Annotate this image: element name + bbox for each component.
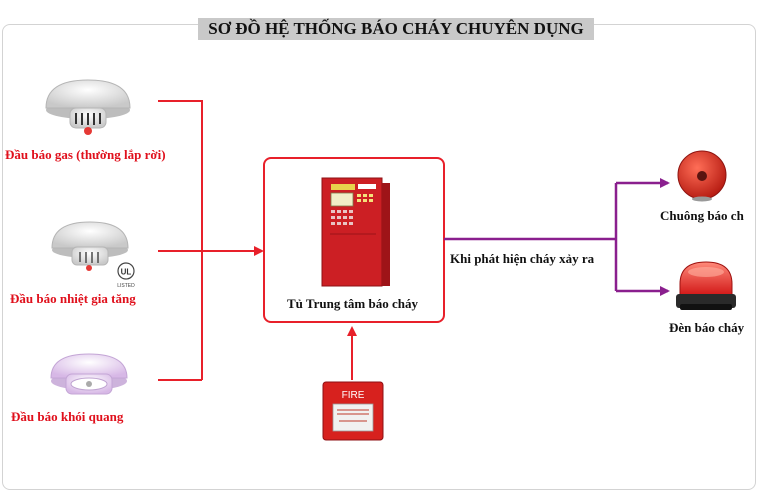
gas-detector-icon bbox=[45, 79, 131, 135]
warning-light-icon bbox=[676, 261, 736, 310]
alarm-bell-icon bbox=[677, 150, 727, 202]
fire-alarm-panel-icon bbox=[321, 177, 390, 287]
trigger-label: Khi phát hiện cháy xảy ra bbox=[450, 251, 595, 266]
svg-text:FIRE: FIRE bbox=[342, 390, 365, 401]
manual-call-point-icon: FIRE bbox=[322, 381, 384, 441]
svg-text:UL: UL bbox=[121, 268, 132, 277]
control-panel-label: Tủ Trung tâm báo cháy bbox=[287, 296, 418, 311]
smoke-detector-label: Đầu báo khói quang bbox=[11, 409, 124, 424]
warning-light-label: Đèn báo cháy bbox=[669, 320, 745, 335]
ul-listed-mark: UL LISTED bbox=[117, 262, 135, 289]
smoke-detector-icon bbox=[50, 353, 128, 395]
svg-text:LISTED: LISTED bbox=[117, 283, 135, 289]
gas-detector-label: Đầu báo gas (thường lắp rời) bbox=[5, 147, 166, 162]
heat-detector-label: Đầu báo nhiệt gia tăng bbox=[10, 291, 136, 306]
output-connector bbox=[444, 178, 670, 296]
heat-detector-icon bbox=[51, 221, 129, 271]
detector-connector bbox=[158, 100, 264, 381]
diagram-title: SƠ ĐỒ HỆ THỐNG BÁO CHÁY CHUYÊN DỤNG bbox=[198, 18, 594, 40]
alarm-bell-label: Chuông báo ch bbox=[660, 208, 744, 223]
